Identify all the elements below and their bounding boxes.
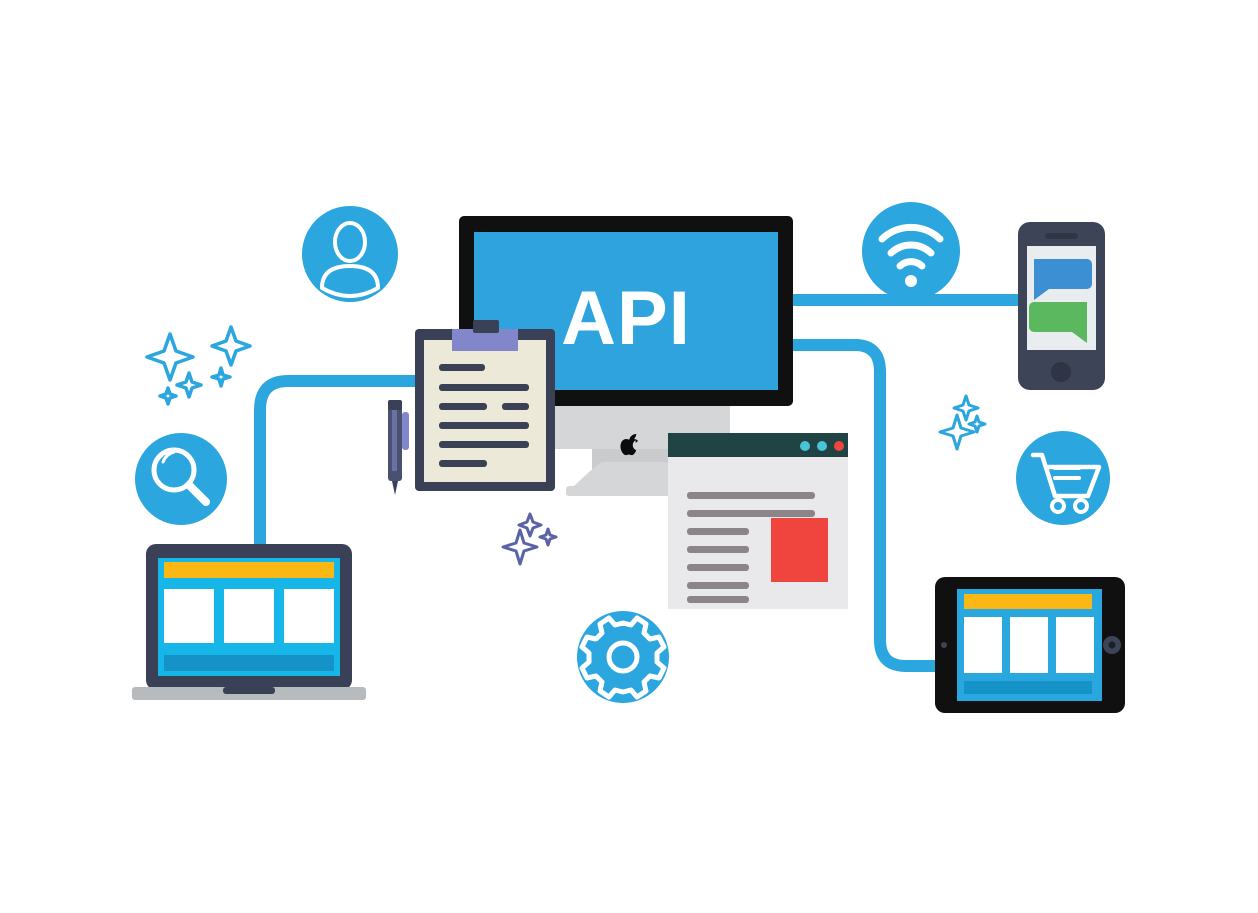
wifi-icon-circle bbox=[862, 202, 960, 300]
smartphone[interactable] bbox=[1018, 222, 1105, 390]
search-icon-circle bbox=[135, 433, 227, 525]
tablet-footer-bar bbox=[964, 681, 1092, 694]
clipboard-text-lines bbox=[439, 364, 529, 467]
sparkle-cluster-center bbox=[501, 512, 558, 566]
pen-clip bbox=[402, 412, 409, 450]
browser-dot-2-icon bbox=[817, 441, 827, 451]
sparkle-cluster-left bbox=[145, 325, 252, 406]
clipboard-document[interactable] bbox=[415, 320, 555, 491]
pen-cap bbox=[388, 400, 402, 410]
browser-close-dot-icon bbox=[834, 441, 844, 451]
browser-text-lines bbox=[687, 492, 815, 603]
laptop-header-bar bbox=[164, 562, 334, 578]
browser-dot-1-icon bbox=[800, 441, 810, 451]
tablet-device[interactable] bbox=[935, 577, 1125, 713]
laptop-device[interactable] bbox=[132, 544, 366, 700]
shopping-cart-icon[interactable] bbox=[1016, 431, 1110, 525]
apple-logo-icon bbox=[620, 433, 639, 456]
wifi-icon[interactable] bbox=[862, 202, 960, 300]
browser-window-mockup[interactable] bbox=[668, 433, 848, 609]
tablet-home-button-inner bbox=[1108, 641, 1116, 649]
clipboard-clip-bar bbox=[452, 329, 518, 351]
connector-monitor-to-tablet bbox=[775, 339, 960, 672]
phone-home-button[interactable] bbox=[1051, 362, 1071, 382]
clipboard-clip-head bbox=[473, 320, 499, 333]
tablet-content-columns bbox=[964, 617, 1094, 673]
red-image-placeholder bbox=[771, 518, 828, 582]
pen-body-highlight bbox=[392, 409, 397, 471]
pen[interactable] bbox=[388, 400, 409, 495]
gear-icon[interactable] bbox=[577, 611, 669, 703]
laptop-content-columns bbox=[164, 589, 334, 643]
sparkle-cluster-right bbox=[938, 394, 987, 451]
tablet-header-bar bbox=[964, 594, 1092, 609]
tablet-camera-icon bbox=[941, 642, 947, 648]
clipboard-paper bbox=[424, 340, 546, 482]
outgoing-message-bubble-icon bbox=[1029, 302, 1087, 343]
user-icon[interactable] bbox=[302, 206, 398, 302]
laptop-footer-bar bbox=[164, 655, 334, 671]
monitor-stand-base bbox=[568, 462, 700, 492]
connector-clipboard-to-laptop bbox=[254, 375, 420, 560]
user-icon-circle bbox=[302, 206, 398, 302]
search-icon[interactable] bbox=[135, 433, 227, 525]
laptop-trackpad-notch bbox=[223, 687, 275, 694]
phone-speaker bbox=[1045, 233, 1078, 239]
pen-tip bbox=[392, 481, 398, 495]
incoming-message-bubble-icon bbox=[1034, 259, 1092, 300]
api-screen-label: API bbox=[561, 276, 691, 361]
